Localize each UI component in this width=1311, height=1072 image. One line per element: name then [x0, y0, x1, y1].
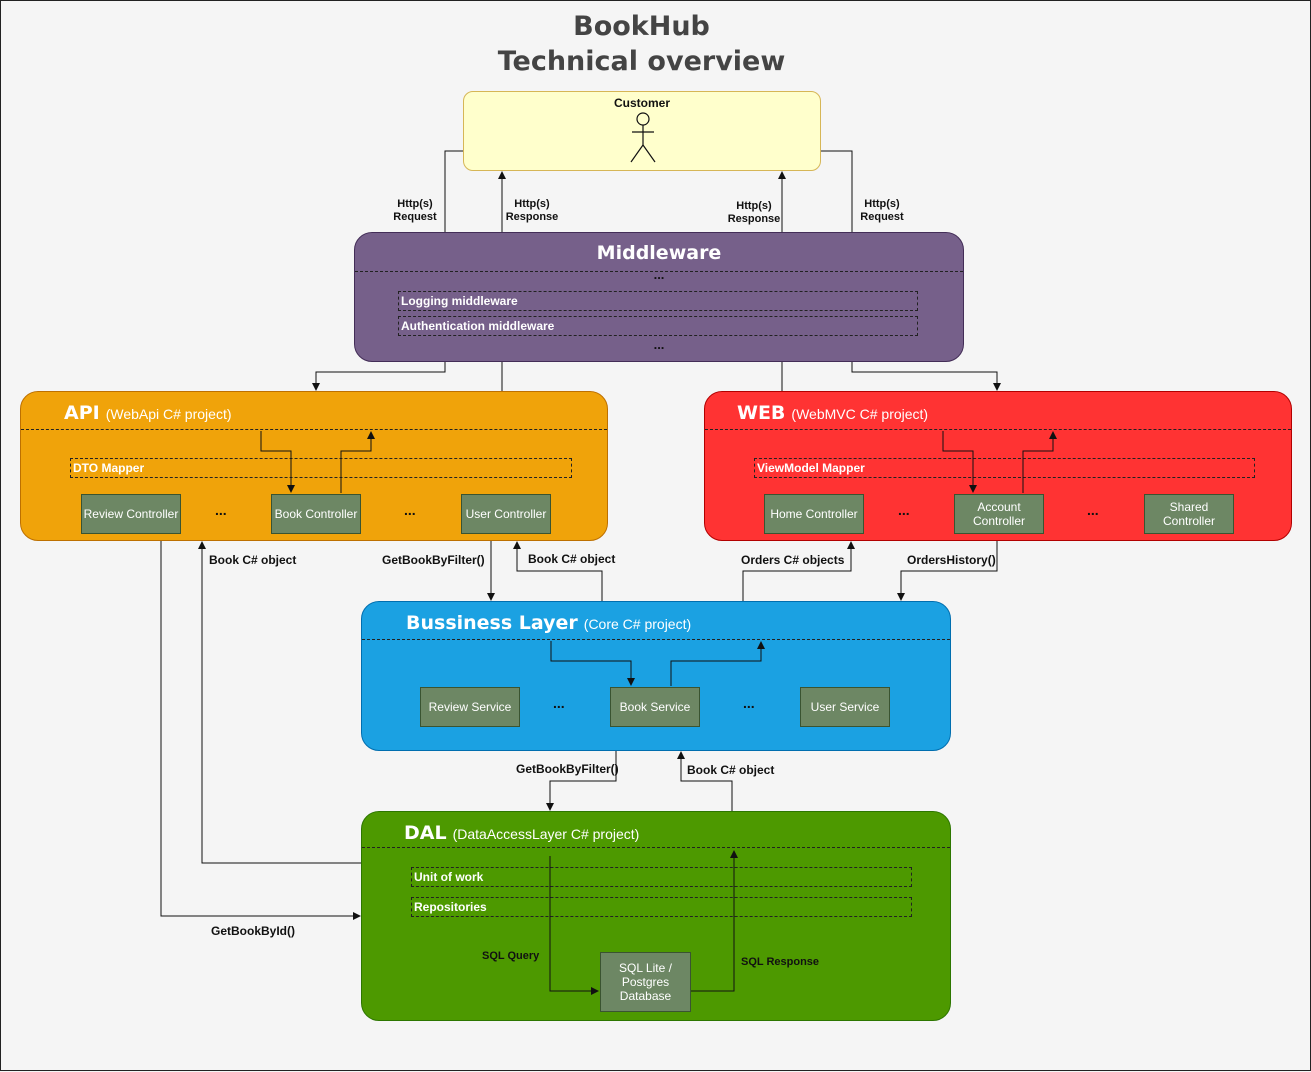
- web-ellipsis-1: ...: [898, 502, 910, 518]
- dto-mapper: DTO Mapper: [70, 458, 572, 478]
- label-dal-book-object: Book C# object: [687, 763, 775, 777]
- label-http-request-right: Http(s) Request: [860, 198, 904, 223]
- book-service: Book Service: [610, 687, 700, 727]
- api-box: API (WebApi C# project) DTO Mapper Review…: [20, 391, 608, 541]
- label-sql-response: SQL Response: [741, 956, 820, 968]
- business-layer-box: Bussiness Layer (Core C# project) Review …: [361, 601, 951, 751]
- dal-name: DAL: [404, 822, 447, 844]
- dal-separator: [362, 847, 950, 848]
- label-http-response-left: Http(s) Response: [505, 198, 559, 223]
- business-ellipsis-1: ...: [553, 695, 565, 711]
- middleware-ellipsis-top: ...: [653, 267, 665, 282]
- label-api-book-object-right: Book C# object: [528, 552, 616, 566]
- middleware-title: Middleware: [596, 242, 722, 264]
- customer-label: Customer: [613, 96, 670, 110]
- label-dal-get-book-by-filter: GetBookByFilter(): [516, 762, 619, 776]
- diagram-title-line1: BookHub: [573, 11, 710, 42]
- home-controller: Home Controller: [764, 494, 864, 534]
- edge-get-book-by-id: [160, 541, 361, 920]
- label-sql-query: SQL Query: [482, 950, 540, 962]
- label-get-book-by-id: GetBookById(): [211, 924, 295, 938]
- edge-business-book-object-to-api: [513, 541, 603, 601]
- repositories: Repositories: [411, 897, 912, 917]
- api-name: API: [64, 402, 100, 424]
- edge-sql-response: [691, 850, 738, 992]
- middleware-box: Middleware ... Logging middleware Authen…: [354, 232, 964, 362]
- book-controller: Book Controller: [271, 494, 361, 534]
- user-controller: User Controller: [461, 494, 551, 534]
- edge-business-out: [670, 641, 765, 686]
- customer-box: Customer: [463, 91, 821, 171]
- business-separator: [362, 639, 950, 640]
- edge-api-in: [260, 431, 295, 493]
- edge-sql-query: [549, 856, 599, 995]
- middleware-separator: [355, 271, 963, 272]
- edge-api-out: [340, 431, 375, 493]
- database: SQL Lite / Postgres Database: [600, 952, 691, 1012]
- edge-web-in: [942, 431, 977, 493]
- user-service: User Service: [800, 687, 890, 727]
- logging-middleware: Logging middleware: [398, 291, 918, 311]
- edge-business-in: [550, 641, 635, 686]
- viewmodel-mapper: ViewModel Mapper: [754, 458, 1255, 478]
- label-web-orders-history: OrdersHistory(): [907, 553, 996, 567]
- review-controller: Review Controller: [81, 494, 181, 534]
- middleware-ellipsis-bottom: ...: [653, 337, 665, 352]
- business-subtitle: (Core C# project): [583, 616, 692, 632]
- edge-middleware-to-api: [312, 362, 446, 391]
- dal-box: DAL (DataAccessLayer C# project) Unit of …: [361, 811, 951, 1021]
- api-title: API (WebApi C# project): [64, 402, 232, 424]
- api-ellipsis-1: ...: [215, 502, 227, 518]
- label-http-response-right: Http(s) Response: [727, 200, 781, 225]
- edge-middleware-to-web: [851, 362, 1001, 391]
- web-title: WEB (WebMVC C# project): [737, 402, 928, 424]
- unit-of-work: Unit of work: [411, 867, 912, 887]
- edge-http-request-left: [444, 150, 463, 232]
- shared-controller: Shared Controller: [1144, 494, 1234, 534]
- api-subtitle: (WebApi C# project): [105, 406, 232, 422]
- label-api-book-object-left: Book C# object: [209, 553, 297, 567]
- dal-title: DAL (DataAccessLayer C# project): [404, 822, 639, 844]
- review-service: Review Service: [420, 687, 520, 727]
- label-api-get-book-by-filter: GetBookByFilter(): [382, 553, 485, 567]
- web-box: WEB(WebMVC C# project) ViewModel Mapper …: [704, 391, 1292, 541]
- dal-subtitle: (DataAccessLayer C# project): [452, 826, 640, 842]
- business-name: Bussiness Layer: [406, 612, 578, 634]
- account-controller: Account Controller: [954, 494, 1044, 534]
- edge-http-request-right: [821, 150, 853, 232]
- web-name: WEB: [737, 402, 786, 424]
- diagram-title-line2: Technical overview: [497, 46, 786, 77]
- edge-web-orders-history: [897, 541, 998, 601]
- edge-dal-book-object: [677, 751, 733, 811]
- edge-business-orders-to-web: [742, 541, 855, 601]
- api-separator: [21, 429, 607, 430]
- api-ellipsis-2: ...: [404, 502, 416, 518]
- business-title: Bussiness Layer (Core C# project): [406, 612, 691, 634]
- web-separator: [705, 429, 1291, 430]
- business-ellipsis-2: ...: [743, 695, 755, 711]
- web-subtitle: (WebMVC C# project): [791, 406, 929, 422]
- label-web-orders-objects: Orders C# objects: [741, 553, 845, 567]
- edge-dal-get-book-by-filter: [546, 751, 617, 811]
- authentication-middleware: Authentication middleware: [398, 316, 918, 336]
- edge-web-out: [1022, 431, 1057, 493]
- edge-dal-book-object-to-api: [198, 541, 361, 864]
- web-ellipsis-2: ...: [1087, 502, 1099, 518]
- label-http-request-left: Http(s) Request: [393, 198, 437, 223]
- person-icon: [630, 112, 656, 163]
